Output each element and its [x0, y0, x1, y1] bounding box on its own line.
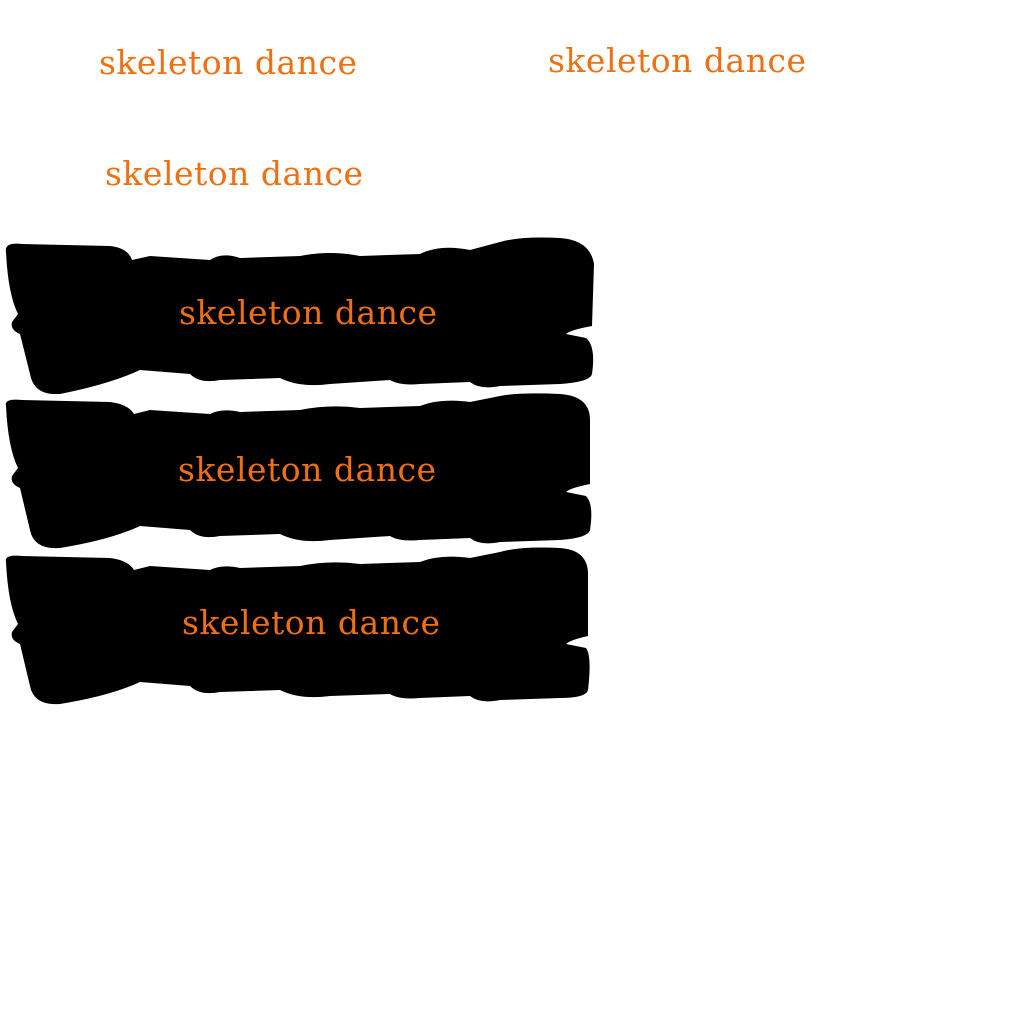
- black-banner-shape: [5, 393, 592, 549]
- skeleton-dance-text-4: skeleton dance: [179, 293, 438, 332]
- black-banner-2: [0, 392, 600, 552]
- black-banner-3: [0, 546, 600, 706]
- skeleton-dance-text-3: skeleton dance: [105, 154, 364, 193]
- skeleton-dance-text-2: skeleton dance: [548, 41, 807, 80]
- black-banner-shape: [5, 547, 590, 705]
- black-banner-1: [0, 234, 600, 394]
- skeleton-dance-text-1: skeleton dance: [99, 43, 358, 82]
- black-banner-shape: [5, 237, 594, 394]
- skeleton-dance-text-5: skeleton dance: [178, 450, 437, 489]
- skeleton-dance-text-6: skeleton dance: [182, 603, 441, 642]
